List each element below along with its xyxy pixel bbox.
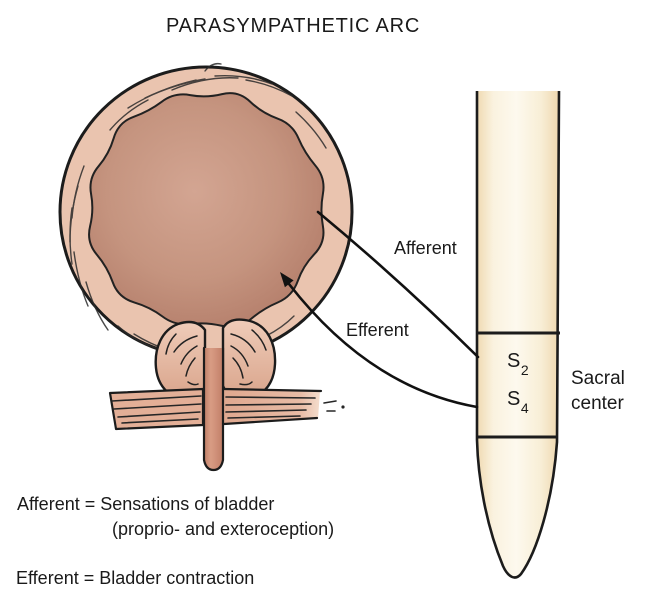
- s4-segment-label: S4: [507, 388, 529, 416]
- legend-efferent-definition: Efferent = Bladder contraction: [16, 568, 255, 588]
- prostate: [154, 318, 277, 401]
- bladder: [58, 62, 354, 359]
- efferent-arrowhead: [280, 272, 294, 288]
- afferent-arrow-label: Afferent: [394, 238, 457, 258]
- urethra: [202, 346, 225, 472]
- nerve-pathways: [280, 210, 480, 409]
- s2-segment-label: S2: [507, 350, 529, 378]
- muscle-fibers: [111, 395, 337, 424]
- efferent-arrow: [287, 282, 479, 409]
- afferent-arrow: [316, 210, 480, 359]
- bladder-lumen: [88, 92, 325, 328]
- figure-title: PARASYMPATHETIC ARC: [166, 15, 421, 37]
- legend-afferent-definition: Afferent = Sensations of bladder: [17, 494, 275, 514]
- pelvic-floor-muscle: [108, 387, 345, 431]
- prostate-striations: [165, 329, 267, 386]
- legend-afferent-definition-cont: (proprio- and exteroception): [112, 519, 335, 539]
- efferent-arrow-label: Efferent: [346, 320, 409, 340]
- spinal-cord: [475, 90, 561, 579]
- sacral-center-label: Sacral center: [571, 368, 625, 414]
